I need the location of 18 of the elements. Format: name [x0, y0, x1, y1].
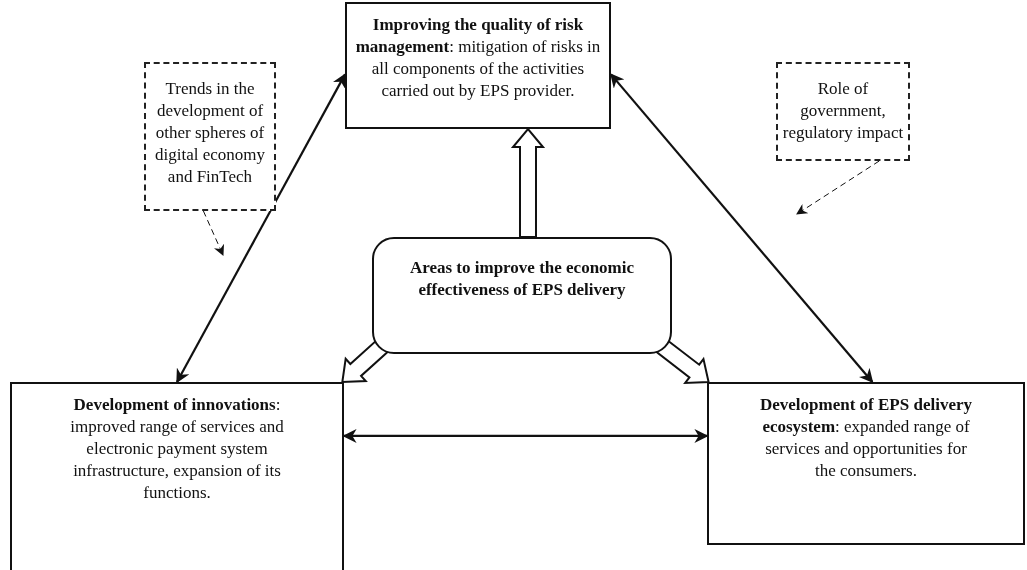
- process-box: [345, 2, 611, 129]
- note-box: [144, 62, 276, 211]
- block-arrow: [510, 127, 546, 238]
- process-box: [707, 382, 1025, 545]
- node-text: Improving the quality of risk management: mitigation of risks in all components of the activities carried out by EPS provider.: [354, 14, 602, 102]
- dashed-arrow: [202, 210, 224, 256]
- double-arrow: [176, 73, 346, 384]
- node-text: Role of government, regulatory impact: [781, 78, 905, 144]
- process-box: [10, 382, 344, 570]
- note-box: [776, 62, 910, 161]
- double-arrow: [610, 73, 874, 384]
- rounded-box: [372, 237, 672, 354]
- node-text: Areas to improve the economic effectiveness of EPS delivery: [408, 257, 636, 301]
- node-text: Trends in the development of other spheres of digital economy and FinTech: [154, 78, 266, 188]
- dashed-arrow: [796, 160, 880, 215]
- node-text: Development of EPS delivery ecosystem: expanded range of services and opportunities for the consumers.: [759, 394, 973, 482]
- node-text: Development of innovations: improved range of services and electronic payment system infrastructure, expansion of its functions.: [69, 394, 285, 504]
- block-arrow: [655, 338, 710, 384]
